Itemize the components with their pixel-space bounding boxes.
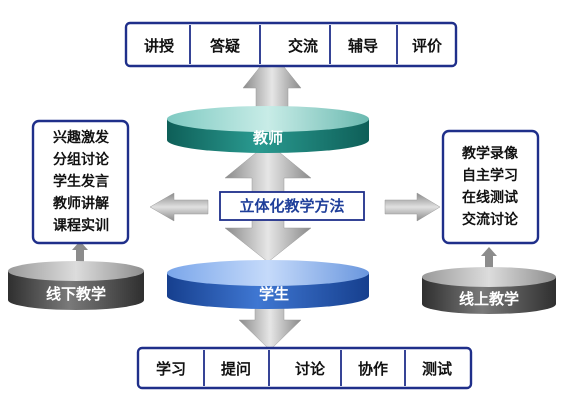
bottom-item-study: 学习: [156, 360, 186, 378]
top-item-tutoring: 辅导: [348, 37, 378, 55]
teacher-label: 教师: [252, 129, 283, 147]
bottom-item-discuss: 讨论: [295, 360, 326, 378]
online-up-arrow: [481, 247, 497, 268]
bottom-item-ask: 提问: [221, 360, 251, 378]
student-cylinder: 学生: [167, 260, 369, 309]
online-item: 交流讨论: [462, 211, 519, 228]
student-label: 学生: [259, 285, 289, 303]
top-item-qa: 答疑: [210, 37, 240, 55]
top-item-exchange: 交流: [288, 37, 318, 55]
top-item-lecture: 讲授: [144, 37, 175, 55]
online-activities-box: 教学录像 自主学习 在线测试 交流讨论: [441, 129, 540, 245]
right-arrow-to-online: [384, 192, 441, 222]
offline-item: 教师讲解: [53, 195, 109, 212]
offline-platform: 线下教学: [8, 261, 144, 310]
offline-activities-box: 兴趣激发 分组讨论 学生发言 教师讲解 课程实训: [31, 119, 130, 245]
offline-up-arrow: [72, 241, 88, 262]
bottom-item-test: 测试: [422, 360, 452, 378]
offline-label: 线下教学: [46, 285, 106, 303]
online-item: 自主学习: [462, 167, 518, 184]
online-label: 线上教学: [459, 290, 519, 308]
top-item-evaluation: 评价: [412, 37, 443, 55]
offline-item: 分组讨论: [53, 151, 110, 168]
center-method-box: 立体化教学方法: [219, 191, 365, 221]
online-platform: 线上教学: [422, 267, 556, 314]
bottom-activity-bar: 学习 提问 讨论 协作 测试: [136, 346, 473, 390]
bottom-item-collaborate: 协作: [358, 360, 388, 378]
online-item: 教学录像: [462, 145, 519, 162]
online-item: 在线测试: [462, 189, 518, 206]
top-activity-bar: 讲授 答疑 交流 辅导 评价: [124, 21, 458, 68]
center-label: 立体化教学方法: [239, 197, 344, 215]
teacher-cylinder: 教师: [167, 106, 369, 153]
left-arrow-to-offline: [149, 192, 209, 222]
offline-item: 兴趣激发: [53, 129, 110, 146]
offline-item: 课程实训: [53, 217, 109, 234]
offline-item: 学生发言: [53, 173, 109, 190]
